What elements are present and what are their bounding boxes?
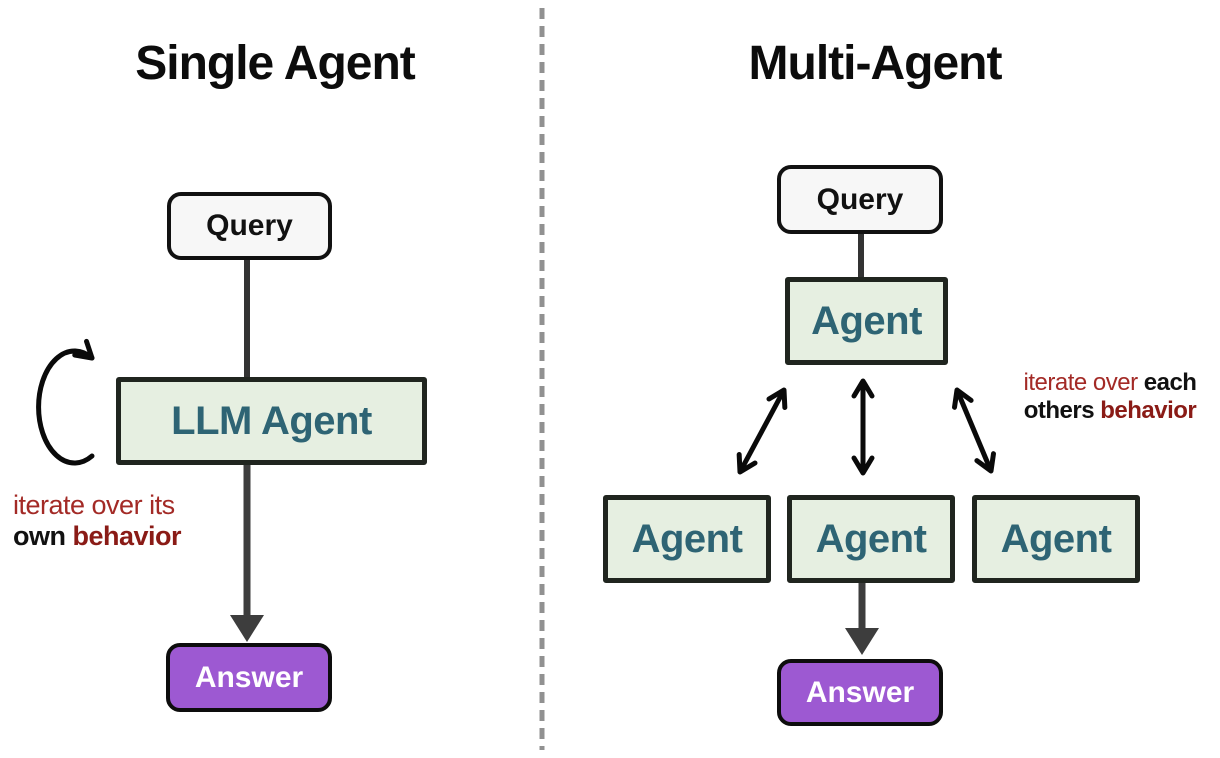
double-arrow-right xyxy=(952,387,996,474)
annotation-text-red: iterate over xyxy=(1023,369,1144,396)
double-arrow-left xyxy=(736,387,788,475)
llm-agent-box: LLM Agent xyxy=(116,377,427,465)
llm-agent-label: LLM Agent xyxy=(171,398,372,443)
multi-agent-annotation: iterate over each others behavior xyxy=(1002,369,1218,425)
worker-agent-box-3: Agent xyxy=(972,495,1140,583)
right-answer-label: Answer xyxy=(805,675,915,709)
right-answer-box: Answer xyxy=(777,659,943,726)
left-answer-label: Answer xyxy=(194,660,304,694)
right-query-box: Query xyxy=(777,165,943,234)
left-answer-box: Answer xyxy=(166,643,332,712)
annotation-text-black-bold: others xyxy=(1023,397,1101,424)
single-agent-title: Single Agent xyxy=(135,37,416,90)
annotation-text-red-bold: behavior xyxy=(1100,397,1197,424)
worker-agent-label-3: Agent xyxy=(1000,516,1112,561)
annotation-text-red-bold: behavior xyxy=(72,521,182,551)
annotation-text-black-bold: each xyxy=(1143,369,1197,396)
annotation-text-black-bold: own xyxy=(13,521,73,551)
multi-agent-title: Multi-Agent xyxy=(748,37,1003,90)
left-query-label: Query xyxy=(206,209,293,242)
left-query-box: Query xyxy=(167,192,332,260)
worker-agent-box-2: Agent xyxy=(787,495,955,583)
coordinator-agent-label: Agent xyxy=(811,298,922,343)
worker-agent-label-1: Agent xyxy=(631,516,743,561)
self-loop-arrow-icon xyxy=(36,338,95,466)
annotation-text-red: iterate over its xyxy=(13,490,175,520)
worker-agent-label-2: Agent xyxy=(815,516,927,561)
coordinator-agent-box: Agent xyxy=(785,277,948,365)
worker-agent-box-1: Agent xyxy=(603,495,771,583)
single-agent-annotation: iterate over its own behavior xyxy=(13,490,243,552)
right-agent-to-answer-arrowhead xyxy=(845,628,879,655)
left-agent-to-answer-arrowhead xyxy=(230,615,264,642)
right-query-label: Query xyxy=(816,182,904,216)
